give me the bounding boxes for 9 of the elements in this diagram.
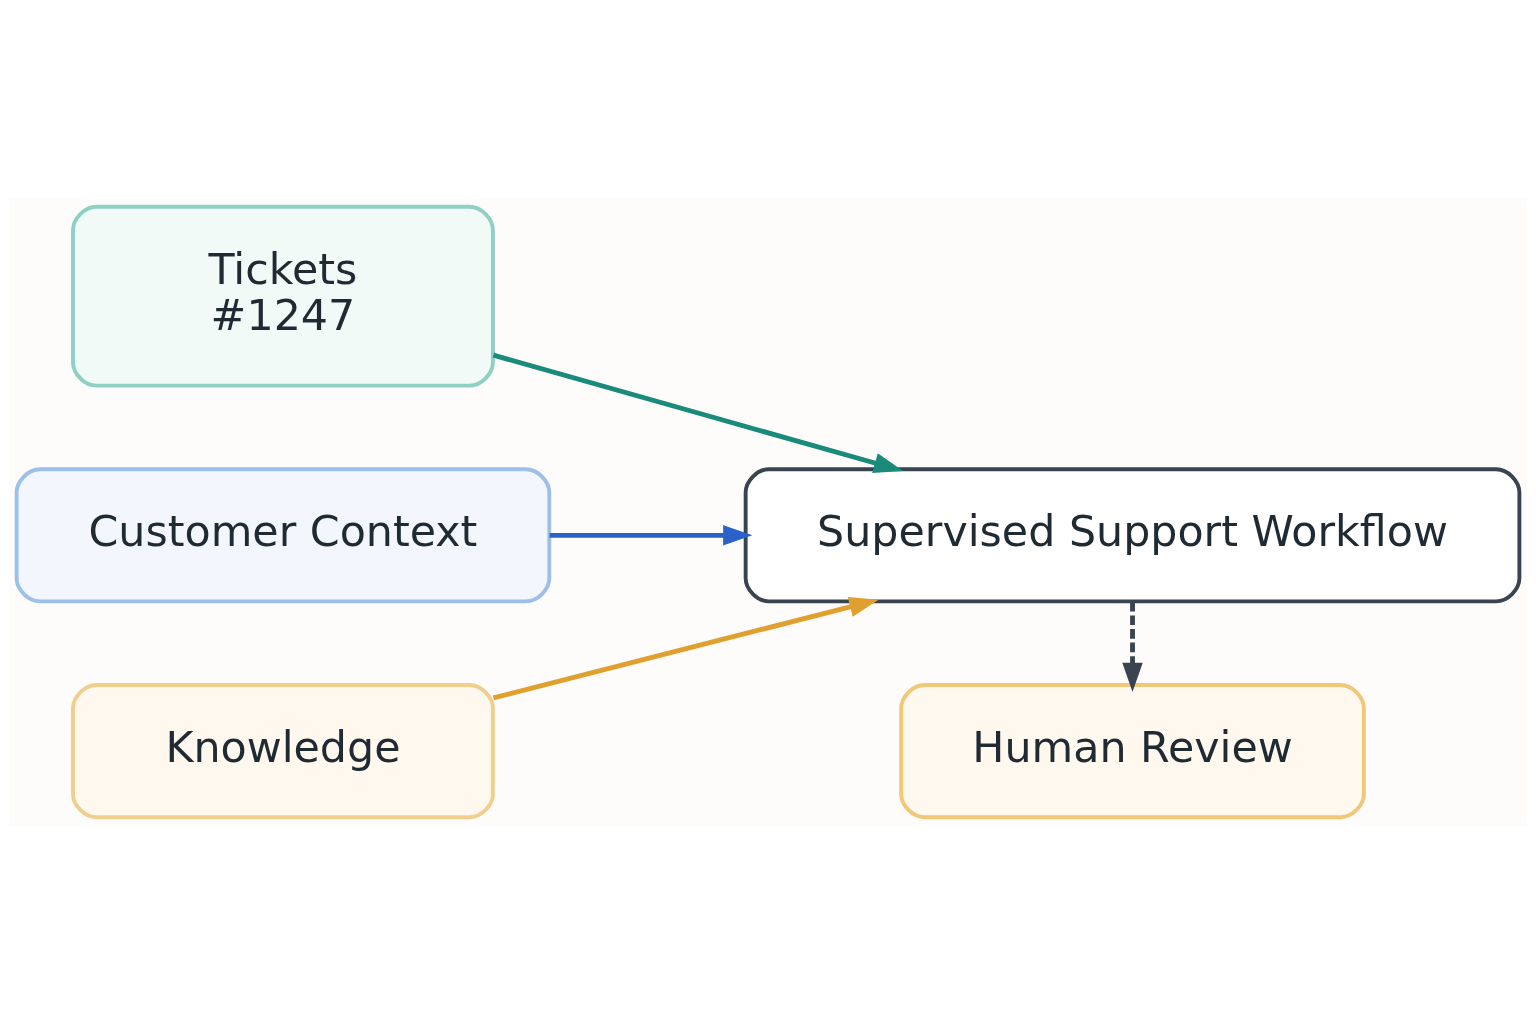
node-box: Human Review <box>899 683 1366 820</box>
node-box: Customer Context <box>14 467 552 604</box>
node-box: Tickets #1247 <box>71 204 495 388</box>
arrow <box>1122 601 1143 692</box>
arrow <box>492 596 879 701</box>
node-box: Knowledge <box>71 683 495 820</box>
node-box: Supervised Support Workflow <box>743 467 1522 604</box>
arrow <box>492 352 904 473</box>
arrow <box>549 525 753 546</box>
